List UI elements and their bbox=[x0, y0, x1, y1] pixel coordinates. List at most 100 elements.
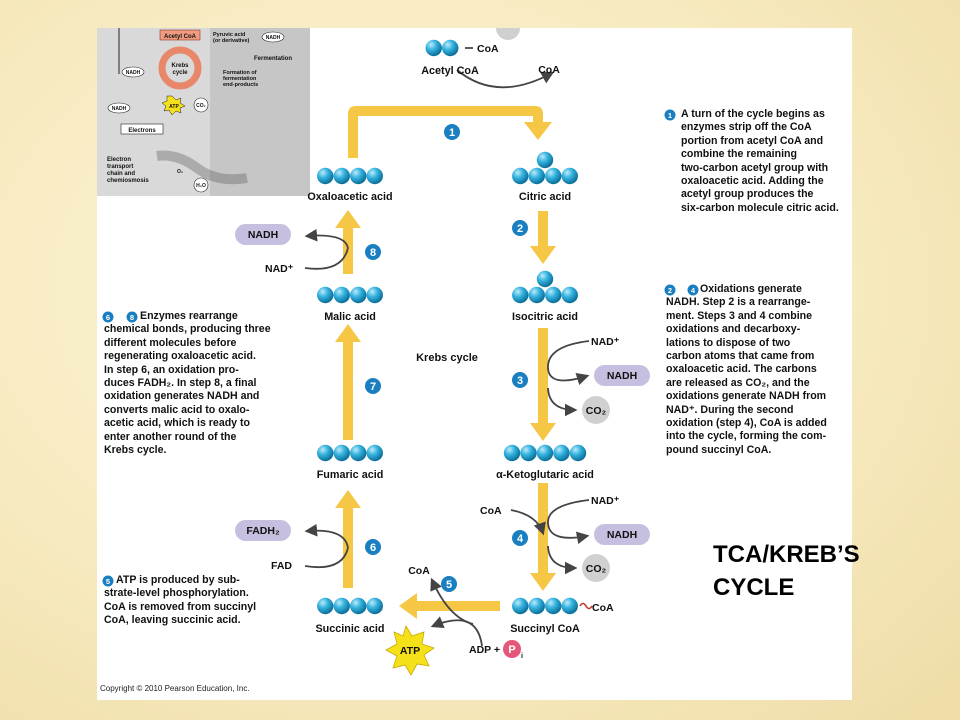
fumaric-acid-bead bbox=[333, 444, 350, 462]
alpha-ketoglutaric-acid-bead bbox=[569, 444, 587, 462]
caption-bullet-8 bbox=[126, 311, 138, 323]
caption-step1-line: six-carbon molecule citric acid. bbox=[681, 201, 839, 214]
diagram-panel: Acetyl CoA Krebs cycle NADH NADH ATP CO₂… bbox=[97, 28, 852, 700]
coa-label-step5: CoA bbox=[408, 565, 430, 577]
caption-step5-line: ATP is produced by sub- bbox=[116, 574, 240, 586]
fad-label-step6: FAD bbox=[271, 560, 292, 572]
copyright-notice: Copyright © 2010 Pearson Education, Inc. bbox=[100, 684, 250, 693]
acetyl-coa-tail-label: CoA bbox=[477, 43, 499, 55]
overview-thumbnail: Acetyl CoA Krebs cycle NADH NADH ATP CO₂… bbox=[97, 28, 310, 196]
caption-step6-8-line: Krebs cycle. bbox=[104, 444, 167, 457]
malic-acid-bead bbox=[350, 286, 367, 304]
label-citric-acid: Citric acid bbox=[519, 191, 571, 203]
oxaloacetic-acid-bead bbox=[317, 167, 334, 185]
krebs-cycle-title: Krebs cycle bbox=[416, 352, 478, 364]
fadh2-label-step6: FADH₂ bbox=[246, 525, 280, 537]
arrow-step2 bbox=[530, 211, 556, 264]
citric-acid-bead bbox=[561, 167, 578, 185]
succinyl-coa-bead bbox=[561, 597, 578, 615]
step5-atp-arrow bbox=[430, 616, 483, 647]
step-2-number: 2 bbox=[517, 223, 523, 235]
arrow-step4 bbox=[530, 483, 556, 591]
thumbnail-o2-label: O₂ bbox=[177, 169, 183, 175]
caption-step5: ATP is produced by sub- strate-level pho… bbox=[104, 574, 256, 628]
thumbnail-h2o-label: H₂O bbox=[196, 183, 206, 189]
succinyl-coa-bead bbox=[528, 597, 545, 615]
caption-step6-8-line: oxidation generates NADH and bbox=[104, 390, 260, 403]
thumbnail-etc-line-4: chemiosmosis bbox=[107, 178, 149, 184]
thumbnail-nadh-1-label: NADH bbox=[126, 70, 141, 76]
step-4-number: 4 bbox=[517, 533, 524, 545]
step-8-circle bbox=[365, 244, 381, 260]
nad-label-step8: NAD⁺ bbox=[265, 263, 294, 275]
caption-step1-line: two-carbon acetyl group with bbox=[681, 161, 829, 174]
caption-step2-4-line: ment. Steps 3 and 4 combine bbox=[666, 309, 812, 322]
thumbnail-nadh-2-label: NADH bbox=[112, 106, 127, 112]
citric-acid-bead bbox=[545, 167, 562, 185]
thumbnail-atp-star bbox=[161, 95, 186, 116]
isocitric-acid-bead bbox=[528, 286, 545, 304]
alpha-ketoglutaric-acid-bead bbox=[553, 444, 570, 462]
caption-step5-line: CoA, leaving succinic acid. bbox=[104, 614, 241, 627]
step-2-circle bbox=[512, 220, 528, 236]
fadh2-pill-step6 bbox=[235, 520, 291, 541]
caption-step1-line: A turn of the cycle begins as bbox=[681, 108, 825, 120]
isocitric-acid-bead bbox=[536, 270, 554, 288]
thumbnail-acetylcoa-box bbox=[159, 29, 201, 41]
step-5-circle bbox=[441, 576, 457, 592]
acetyl-coa-bead bbox=[442, 39, 459, 57]
caption-bullet-2 bbox=[664, 284, 676, 296]
step-4-circle bbox=[512, 530, 528, 546]
nadh-pill-step8 bbox=[235, 224, 291, 245]
fumaric-acid-bead bbox=[350, 444, 367, 462]
caption-step2-4: Oxidations generate NADH. Step 2 is a re… bbox=[666, 283, 827, 457]
step3-nad-arrow bbox=[547, 340, 590, 386]
thumbnail-membrane bbox=[156, 150, 248, 185]
pi-subscript: i bbox=[521, 653, 523, 660]
arrow-step8 bbox=[335, 210, 361, 274]
succinic-acid-bead bbox=[317, 597, 334, 615]
caption-step2-4-line: oxidation (step 4), CoA is added bbox=[666, 417, 827, 430]
caption-step6-8-line: enter another round of the bbox=[104, 430, 237, 443]
caption-bullet-4 bbox=[687, 284, 699, 296]
caption-step2-4-line: into the cycle, forming the com- bbox=[666, 430, 827, 443]
isocitric-acid-bead bbox=[512, 286, 529, 304]
nadh-label-step8: NADH bbox=[248, 229, 278, 241]
caption-step1-line: combine the remaining bbox=[681, 148, 797, 161]
arrow-step3 bbox=[530, 328, 556, 441]
step8-nad-arrow bbox=[305, 236, 349, 270]
caption-step6-8-line: duces FADH₂. In step 8, a final bbox=[104, 377, 257, 390]
alpha-ketoglutaric-acid-bead bbox=[503, 444, 521, 462]
step-7-circle bbox=[365, 378, 381, 394]
caption-bullet-1 bbox=[664, 109, 676, 121]
caption-step1-line: oxaloacetic acid. Adding the bbox=[681, 175, 824, 188]
succinyl-coa-bead bbox=[512, 597, 529, 615]
thumbnail-formation-line-1: Formation of bbox=[223, 70, 257, 76]
step-7-number: 7 bbox=[370, 381, 376, 393]
step-3-number: 3 bbox=[517, 375, 523, 387]
molecule-labels: Acetyl CoA Citric acid Isocitric acid α-… bbox=[307, 65, 594, 635]
slide-title-line-1: TCA/KREB’S bbox=[713, 541, 860, 568]
step-3-circle bbox=[512, 372, 528, 388]
caption-step1: A turn of the cycle begins as enzymes st… bbox=[681, 108, 839, 215]
thumbnail-nadh-2 bbox=[107, 102, 131, 114]
caption-step6-8-line: different molecules before bbox=[104, 336, 237, 349]
thumbnail-formation-line-2: fermentation bbox=[223, 76, 257, 82]
caption-step6-8-line: regenerating oxaloacetic acid. bbox=[104, 350, 256, 363]
slide-title: TCA/KREB’S CYCLE bbox=[713, 538, 860, 604]
slide-title-line-2: CYCLE bbox=[713, 574, 795, 601]
label-alpha-ketoglutaric-acid: α-Ketoglutaric acid bbox=[496, 469, 594, 481]
label-malic-acid: Malic acid bbox=[324, 311, 376, 323]
step4-nad-arrow bbox=[547, 499, 590, 545]
thumbnail-right-panel bbox=[210, 28, 310, 196]
succinyl-coa-tail-label: CoA bbox=[592, 602, 614, 614]
fumaric-acid-bead bbox=[366, 444, 383, 462]
thumbnail-co2 bbox=[193, 97, 209, 113]
caption-bullet-5 bbox=[102, 575, 114, 587]
caption-step6-8: Enzymes rearrange chemical bonds, produc… bbox=[104, 310, 271, 457]
nadh-pill-step4 bbox=[594, 524, 650, 545]
caption-bullet-4-num: 4 bbox=[691, 286, 696, 295]
caption-step2-4-line: oxidations generate NADH from bbox=[666, 390, 827, 403]
pi-label: P bbox=[508, 644, 515, 656]
step-1-number: 1 bbox=[449, 127, 455, 139]
